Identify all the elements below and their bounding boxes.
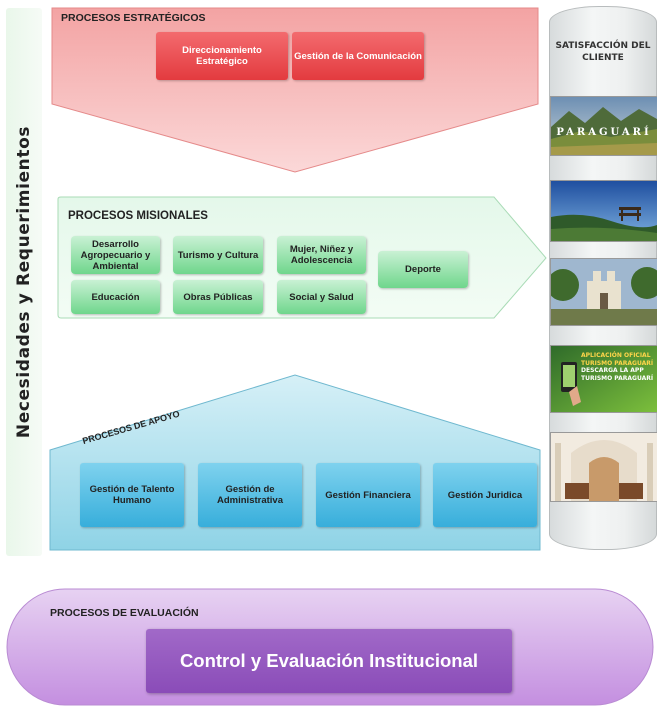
bench-image	[551, 181, 657, 241]
missional-title: PROCESOS MISIONALES	[68, 210, 208, 222]
app-caption-line4: TURISMO PARAGUARÍ	[581, 374, 654, 382]
photo-tourism-app: APLICACIÓN OFICIAL TURISMO PARAGUARÍ DES…	[550, 345, 657, 413]
strategic-title: PROCESOS ESTRATÉGICOS	[61, 12, 206, 24]
missional-tourism-box[interactable]: Turismo y Cultura	[173, 236, 263, 274]
evaluation-title: PROCESOS DE EVALUACIÓN	[50, 607, 199, 619]
support-hr-box[interactable]: Gestión de Talento Humano	[80, 463, 184, 527]
support-admin-box[interactable]: Gestión de Administrativa	[198, 463, 302, 527]
missional-social-box[interactable]: Social y Salud	[277, 280, 366, 314]
satisfaction-title: SATISFACCIÓN DEL CLIENTE	[555, 41, 651, 63]
app-caption-line3: DESCARGA LA APP	[581, 367, 644, 374]
app-caption-line2: TURISMO PARAGUARÍ	[581, 359, 654, 367]
missional-education-box[interactable]: Educación	[71, 280, 160, 314]
app-image	[551, 346, 657, 412]
interior-image	[551, 433, 657, 501]
photo-church	[550, 258, 657, 326]
photo-church-interior	[550, 432, 657, 502]
missional-women-box[interactable]: Mujer, Niñez y Adolescencia	[277, 236, 366, 274]
strategic-direction-box[interactable]: Direccionamiento Estratégico	[156, 32, 288, 80]
support-legal-box[interactable]: Gestión Juridica	[433, 463, 537, 527]
landscape-image	[551, 97, 657, 155]
app-caption: APLICACIÓN OFICIAL TURISMO PARAGUARÍ DES…	[581, 352, 655, 382]
needs-band	[6, 8, 42, 556]
church-image	[551, 259, 657, 325]
support-finance-box[interactable]: Gestión Financiera	[316, 463, 420, 527]
evaluation-control-box[interactable]: Control y Evaluación Institucional	[146, 629, 512, 693]
missional-sport-box[interactable]: Deporte	[378, 251, 468, 288]
missional-agro-box[interactable]: Desarrollo Agropecuario y Ambiental	[71, 236, 160, 274]
strategic-communication-box[interactable]: Gestión de la Comunicación	[292, 32, 424, 80]
missional-public-works-box[interactable]: Obras Públicas	[173, 280, 263, 314]
app-caption-line1: APLICACIÓN OFICIAL	[581, 352, 651, 359]
photo-paraguari-landscape: PARAGUARÍ	[550, 96, 657, 156]
photo-bench-hill	[550, 180, 657, 242]
paraguari-caption: PARAGUARÍ	[556, 127, 652, 138]
needs-label: Necesidades y Requerimientos	[14, 125, 34, 439]
